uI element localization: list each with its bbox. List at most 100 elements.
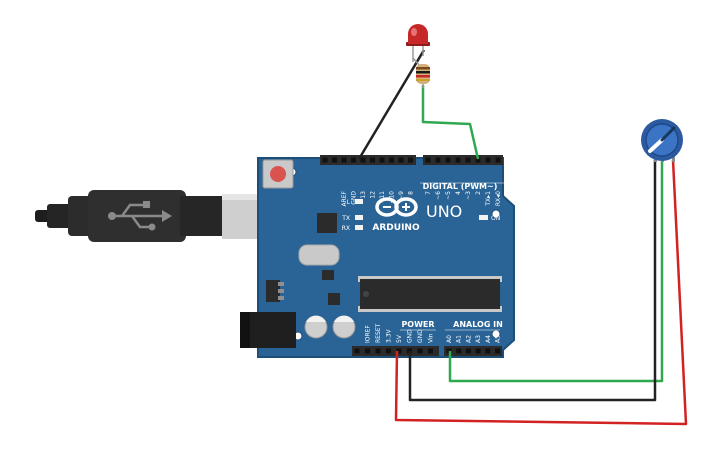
reset-button[interactable]: [262, 159, 294, 189]
led-dome: [408, 24, 428, 44]
pin-label: A0: [446, 335, 453, 343]
pin-label: A4: [485, 335, 492, 343]
capacitor: [332, 315, 356, 339]
board-model: UNO: [426, 202, 462, 221]
pin-label: ~6: [435, 191, 442, 200]
capacitor: [304, 315, 328, 339]
pin-label: A2: [465, 335, 472, 343]
header-pin[interactable]: [485, 157, 491, 163]
header-pin[interactable]: [485, 348, 491, 354]
wire-led-to-gnd: [357, 49, 426, 160]
header-pin[interactable]: [445, 157, 451, 163]
wire-pot-to-5v: [394, 159, 688, 426]
power-label: POWER: [401, 320, 434, 329]
digital-label: DIGITAL (PWM~): [423, 182, 498, 191]
digital-header: [320, 155, 503, 165]
header-pin[interactable]: [455, 157, 461, 163]
header-pin[interactable]: [375, 348, 381, 354]
pin-label: Vin: [428, 333, 435, 343]
pin-label: 4: [455, 191, 462, 195]
pin-label: TX▸1: [485, 191, 492, 207]
header-pin[interactable]: [428, 348, 433, 354]
wire-pot-to-a0: [448, 160, 664, 383]
header-pin[interactable]: [475, 348, 481, 354]
tx-led-label: TX: [341, 215, 350, 222]
pin-label: GND: [407, 329, 414, 343]
pin-label: 8: [408, 191, 415, 195]
header-pin[interactable]: [398, 157, 404, 163]
pin-label: IOREF: [365, 325, 372, 343]
header-pin[interactable]: [435, 157, 441, 163]
analog-label: ANALOG IN: [453, 320, 503, 329]
pin-label: A1: [456, 335, 463, 343]
pin-label: AREF: [341, 190, 348, 206]
header-pin[interactable]: [332, 157, 337, 163]
crystal-oscillator: [298, 244, 340, 266]
header-pin[interactable]: [322, 157, 328, 163]
pin-label: 12: [370, 191, 377, 199]
pin-label: GND: [417, 329, 424, 343]
header-pin[interactable]: [360, 157, 366, 163]
wire-resistor-to-pin2: [421, 85, 480, 160]
on-led-label: ON: [491, 215, 500, 222]
header-pin[interactable]: [354, 348, 360, 354]
header-pin[interactable]: [425, 157, 431, 163]
usb-interface-chip: [317, 213, 337, 233]
mounting-hole: [491, 209, 501, 219]
header-pin[interactable]: [351, 157, 356, 163]
power-jack: [240, 312, 296, 348]
power-header: [352, 346, 502, 356]
status-leds: L TX RX ON: [341, 199, 500, 232]
header-pin[interactable]: [456, 348, 462, 354]
pin-label: RESET: [375, 323, 382, 343]
pin-label: GND: [351, 191, 358, 205]
pin-label: A3: [475, 335, 482, 343]
header-pin[interactable]: [495, 157, 501, 163]
pin-label: 2: [475, 191, 482, 195]
pin-label: A5: [495, 335, 502, 343]
header-pin[interactable]: [396, 348, 402, 354]
pin-label: ~9: [398, 191, 405, 200]
usb-cable: [35, 190, 293, 242]
wire-pot-to-gnd: [408, 160, 657, 402]
pin-label: 7: [425, 191, 432, 195]
header-pin[interactable]: [386, 348, 391, 354]
pin-label: 5V: [396, 334, 403, 343]
pin-label: ~10: [389, 191, 396, 204]
board-logo-text: ARDUINO: [372, 223, 420, 233]
resistor[interactable]: [412, 57, 430, 88]
header-pin[interactable]: [370, 157, 375, 163]
header-pin[interactable]: [365, 348, 370, 354]
header-pin[interactable]: [389, 157, 394, 163]
wires: [357, 49, 688, 426]
pin-label: ~11: [379, 191, 386, 204]
header-pin[interactable]: [465, 348, 471, 354]
header-pin[interactable]: [341, 157, 347, 163]
usb-symbol-icon: [108, 201, 172, 231]
potentiometer[interactable]: [641, 119, 683, 162]
pin-label: RX◂0: [495, 191, 502, 206]
header-pin[interactable]: [465, 157, 471, 163]
l-led-label: L: [347, 199, 351, 206]
red-led[interactable]: [406, 24, 430, 62]
rx-led-label: RX: [342, 225, 350, 232]
header-pin[interactable]: [379, 157, 385, 163]
digital-pins: [322, 157, 501, 163]
pin-label: ~3: [465, 191, 472, 200]
voltage-regulator: [266, 280, 284, 302]
pin-label: ~5: [445, 191, 452, 200]
atmega-microcontroller: [358, 276, 502, 312]
pin-label: 3.3V: [386, 328, 393, 343]
potentiometer-pointer: [648, 138, 664, 153]
arduino-logo-icon: [375, 197, 418, 217]
header-pin[interactable]: [408, 157, 413, 163]
header-pin[interactable]: [417, 348, 423, 354]
header-pin[interactable]: [495, 348, 500, 354]
header-pin[interactable]: [475, 157, 481, 163]
pin-label: 13: [360, 191, 367, 199]
